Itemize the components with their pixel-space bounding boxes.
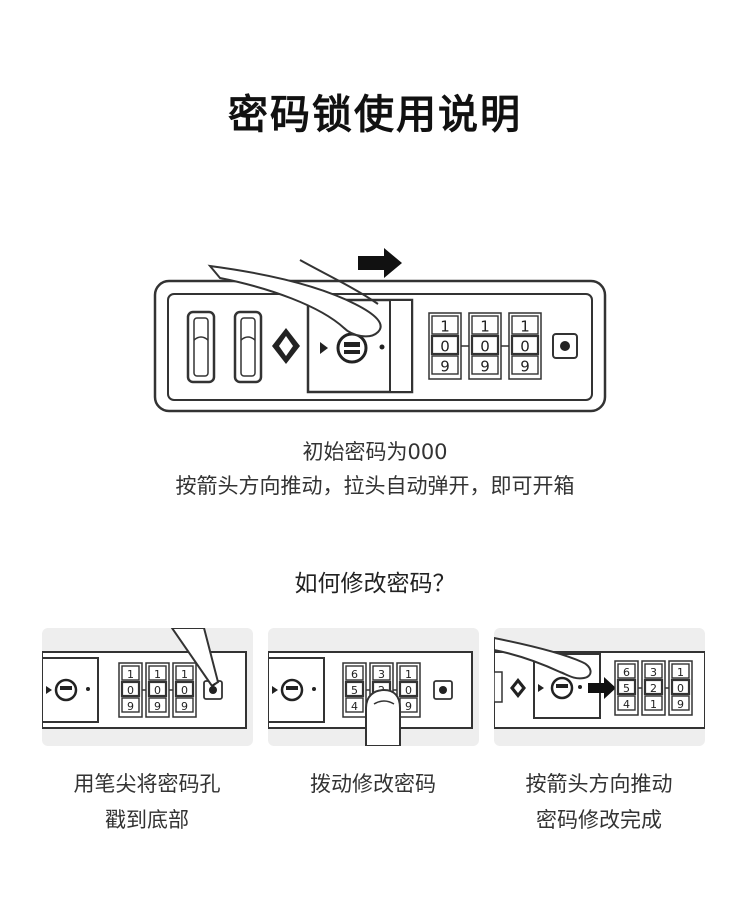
step1-dial-digit: 0 (154, 684, 161, 697)
main-dial-digit: 9 (440, 357, 450, 375)
step1-dial-digit: 0 (127, 684, 134, 697)
main-dial-digit: 1 (440, 317, 450, 335)
step2-dial-digit: 3 (378, 668, 385, 681)
step1-dial-digit-cell (147, 680, 168, 698)
main-dial-digit-cell (471, 355, 499, 375)
step3-dial-digit: 4 (623, 698, 630, 711)
step2-caption-line1: 拨动修改密码 (310, 772, 436, 796)
page-title: 密码锁使用说明 (228, 92, 522, 138)
step1-dial-digit-cell (121, 697, 140, 713)
step2-dial-digit: 9 (405, 700, 412, 713)
main-dial-digit-cell (470, 334, 500, 356)
step3-dial-digit-cell (616, 678, 637, 696)
step3-dial-digit-cell (644, 663, 663, 679)
push-right-arrow-icon (358, 248, 402, 278)
step1-dial-digit: 1 (154, 668, 161, 681)
main-dial-digit-cell (510, 334, 540, 356)
step3-dial-digit: 1 (650, 698, 657, 711)
step1-dial-digit: 0 (181, 684, 188, 697)
step3-dial-digit: 9 (677, 698, 684, 711)
step3-caption: 按箭头方向推动 密码修改完成 (479, 766, 719, 838)
step1-dial-digit: 1 (181, 668, 188, 681)
main-dial-digit-cell (511, 355, 539, 375)
main-dial-digit: 0 (440, 337, 450, 355)
step2-dial-digit-cell (344, 680, 365, 698)
change-code-subtitle: 如何修改密码？ (294, 571, 456, 597)
step3-dial-digit-cell (670, 678, 691, 696)
step3-dial-digit: 0 (677, 682, 684, 695)
step3-illustration: 6 5 4 3 2 1 1 0 9 (494, 628, 705, 746)
step1-dial-digit: 9 (127, 700, 134, 713)
step3-dial-digit: 3 (650, 666, 657, 679)
step2-dial-digit: 1 (405, 668, 412, 681)
step3-dial-digit-cell (671, 663, 690, 679)
step2-dial-digit: 0 (405, 684, 412, 697)
step3-dial-digit: 6 (623, 666, 630, 679)
step3-dial-digit: 1 (677, 666, 684, 679)
step2-dial-digit-cell (345, 697, 364, 713)
main-dial-digit-cell (430, 334, 460, 356)
main-lock-illustration: 1 0 9 1 0 9 1 0 9 (153, 248, 607, 413)
step1-illustration: 1 0 9 1 0 9 1 0 9 (42, 628, 253, 746)
step1-dial-digit-cell (175, 665, 194, 681)
step2-dial-digit-cell (398, 680, 419, 698)
step3-dial-digit: 5 (623, 682, 630, 695)
main-dial-digit-cell (511, 315, 539, 335)
step1-dial-digit: 1 (127, 668, 134, 681)
step2-dial-digit: 4 (351, 700, 358, 713)
open-instruction-caption: 按箭头方向推动，拉头自动弹开，即可开箱 (175, 474, 575, 498)
step3-dial-digit-cell (644, 695, 663, 711)
main-dial-digit: 9 (480, 357, 490, 375)
step3-dial-digit-cell (617, 663, 636, 679)
step3-dial-digit-cell (643, 678, 664, 696)
step3-dial-digit-cell (671, 695, 690, 711)
step1-dial-digit-cell (120, 680, 141, 698)
step2-dial-digit-cell (345, 665, 364, 681)
step3-dial-digit: 2 (650, 682, 657, 695)
main-dial-digit: 1 (520, 317, 530, 335)
step1-dial-digit-cell (175, 697, 194, 713)
step1-caption-line2: 戳到底部 (105, 808, 189, 832)
main-dial-digit: 0 (480, 337, 490, 355)
step3-caption-line1: 按箭头方向推动 (525, 772, 673, 796)
step1-dial-digit: 9 (181, 700, 188, 713)
main-dial-digit-cell (471, 315, 499, 335)
step1-caption-line1: 用笔尖将密码孔 (73, 772, 221, 796)
main-dial-digit: 9 (520, 357, 530, 375)
main-dial-digit: 0 (520, 337, 530, 355)
step2-dial-digit: 6 (351, 668, 358, 681)
step1-dial-digit-cell (174, 680, 195, 698)
step1-dial-digit-cell (148, 665, 167, 681)
main-dial-digit-cell (431, 315, 459, 335)
main-dial-digit: 1 (480, 317, 490, 335)
initial-code-caption: 初始密码为000 (302, 440, 448, 464)
step2-dial-digit-cell (399, 665, 418, 681)
step2-dial-digit-cell (372, 665, 391, 681)
step1-dial-digit: 9 (154, 700, 161, 713)
step3-dial-digit-cell (617, 695, 636, 711)
step1-dial-digit-cell (148, 697, 167, 713)
main-dial-digit-cell (431, 355, 459, 375)
step2-dial-digit: 5 (351, 684, 358, 697)
brand-diamond-icon (272, 328, 300, 364)
step1-caption: 用笔尖将密码孔 戳到底部 (27, 766, 267, 838)
step2-caption: 拨动修改密码 (253, 766, 493, 802)
step1-dial-digit-cell (121, 665, 140, 681)
step3-caption-line2: 密码修改完成 (536, 808, 662, 832)
